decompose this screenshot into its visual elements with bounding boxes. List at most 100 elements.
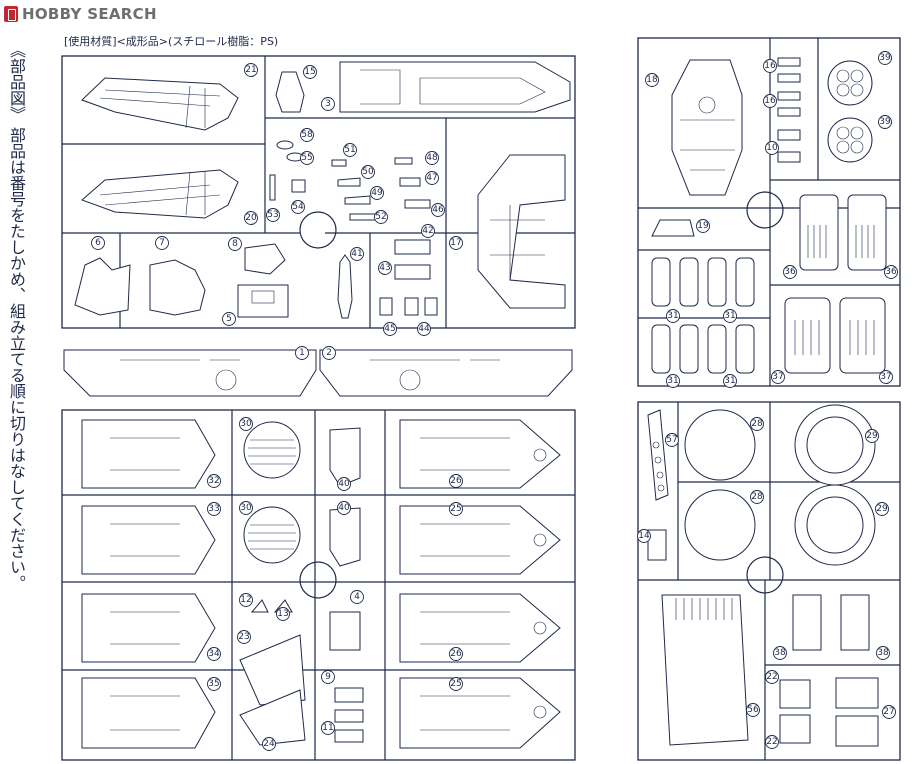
- svg-text:44: 44: [418, 324, 430, 334]
- svg-text:58: 58: [301, 130, 313, 140]
- label-43: 43: [378, 261, 392, 275]
- label-10: 10: [765, 141, 779, 155]
- logo-mark-icon: [4, 6, 18, 22]
- part-25-b: [399, 677, 561, 749]
- part-7: [149, 259, 206, 316]
- runner-c: [637, 37, 901, 387]
- label-20: 20: [244, 211, 258, 225]
- svg-text:30: 30: [240, 419, 252, 429]
- part-37-a: [784, 297, 831, 374]
- part-23: [239, 634, 306, 706]
- part-28-a: [684, 409, 756, 481]
- part-5: [237, 284, 289, 318]
- label-26a: 26: [449, 474, 463, 488]
- svg-text:3: 3: [325, 99, 331, 109]
- label-19: 19: [696, 219, 710, 233]
- svg-text:38: 38: [877, 648, 889, 658]
- svg-text:25: 25: [450, 679, 461, 689]
- svg-text:28: 28: [751, 492, 763, 502]
- part-11b: [334, 729, 364, 743]
- part-35: [81, 677, 216, 749]
- label-23: 23: [237, 630, 251, 644]
- runner-b: [61, 409, 576, 761]
- svg-text:36: 36: [885, 267, 897, 277]
- svg-text:52: 52: [375, 212, 386, 222]
- svg-text:56: 56: [747, 705, 759, 715]
- svg-text:53: 53: [267, 210, 278, 220]
- svg-text:39: 39: [879, 53, 891, 63]
- svg-text:19: 19: [697, 221, 709, 231]
- part-16-a: [777, 57, 801, 67]
- svg-text:4: 4: [354, 592, 360, 602]
- label-28b: 28: [750, 490, 764, 504]
- svg-text:36: 36: [784, 267, 796, 277]
- label-39b: 39: [878, 115, 892, 129]
- part-4: [329, 611, 361, 651]
- label-12: 12: [239, 593, 253, 607]
- part-1-hull-side: [63, 349, 317, 397]
- runner-d: [637, 401, 901, 761]
- svg-text:27: 27: [883, 707, 894, 717]
- svg-text:16: 16: [764, 96, 776, 106]
- svg-text:38: 38: [774, 648, 786, 658]
- svg-text:24: 24: [263, 739, 275, 749]
- part-20-wing: [81, 169, 239, 219]
- label-52: 52: [374, 210, 388, 224]
- label-15: 15: [303, 65, 317, 79]
- svg-text:55: 55: [301, 153, 312, 163]
- part-32: [81, 419, 216, 489]
- part-9: [334, 687, 364, 703]
- part-19: [651, 219, 695, 237]
- label-4: 4: [350, 590, 364, 604]
- part-21-wing: [81, 77, 239, 131]
- svg-text:1: 1: [299, 348, 305, 358]
- svg-text:18: 18: [646, 75, 658, 85]
- label-30a: 30: [239, 417, 253, 431]
- part-38-b: [840, 594, 870, 651]
- label-28a: 28: [750, 417, 764, 431]
- material-note: [使用材質]<成形品>(スチロール樹脂：PS): [64, 35, 279, 48]
- svg-text:5: 5: [226, 314, 232, 324]
- svg-text:32: 32: [208, 476, 219, 486]
- svg-text:42: 42: [422, 226, 433, 236]
- label-40a: 40: [337, 477, 351, 491]
- label-51: 51: [343, 143, 357, 157]
- parts-51-48: [331, 157, 413, 167]
- part-15: [275, 71, 305, 113]
- runner-a: [61, 55, 576, 397]
- label-32: 32: [207, 474, 221, 488]
- label-39a: 39: [878, 51, 892, 65]
- svg-text:43: 43: [379, 263, 390, 273]
- svg-text:22: 22: [766, 737, 777, 747]
- svg-text:51: 51: [344, 145, 355, 155]
- label-33: 33: [207, 502, 221, 516]
- label-56: 56: [746, 703, 760, 717]
- svg-text:26: 26: [450, 476, 462, 486]
- label-53: 53: [266, 208, 280, 222]
- parts-49-46: [344, 195, 431, 209]
- part-28-b: [684, 489, 756, 561]
- label-54: 54: [291, 200, 305, 214]
- label-6: 6: [91, 236, 105, 250]
- svg-text:45: 45: [384, 324, 395, 334]
- part-42: [394, 239, 431, 255]
- label-5: 5: [222, 312, 236, 326]
- part-38-a: [792, 594, 822, 651]
- label-21: 21: [244, 63, 258, 77]
- label-44: 44: [417, 322, 431, 336]
- svg-text:7: 7: [159, 238, 165, 248]
- part-27-b: [835, 715, 879, 747]
- part-17: [477, 154, 566, 309]
- parts-31-track-links: [651, 257, 755, 374]
- label-45: 45: [383, 322, 397, 336]
- side-instruction-body: 部品は番号をたしかめ、組み立てる順に切りはなしてください。: [7, 127, 26, 592]
- part-25-a: [399, 505, 561, 575]
- part-10-a: [777, 129, 801, 141]
- part-16-b: [777, 73, 801, 83]
- part-57: [647, 409, 669, 501]
- label-14: 14: [637, 529, 651, 543]
- part-11: [334, 709, 364, 723]
- label-25a: 25: [449, 502, 463, 516]
- part-27-a: [835, 677, 879, 709]
